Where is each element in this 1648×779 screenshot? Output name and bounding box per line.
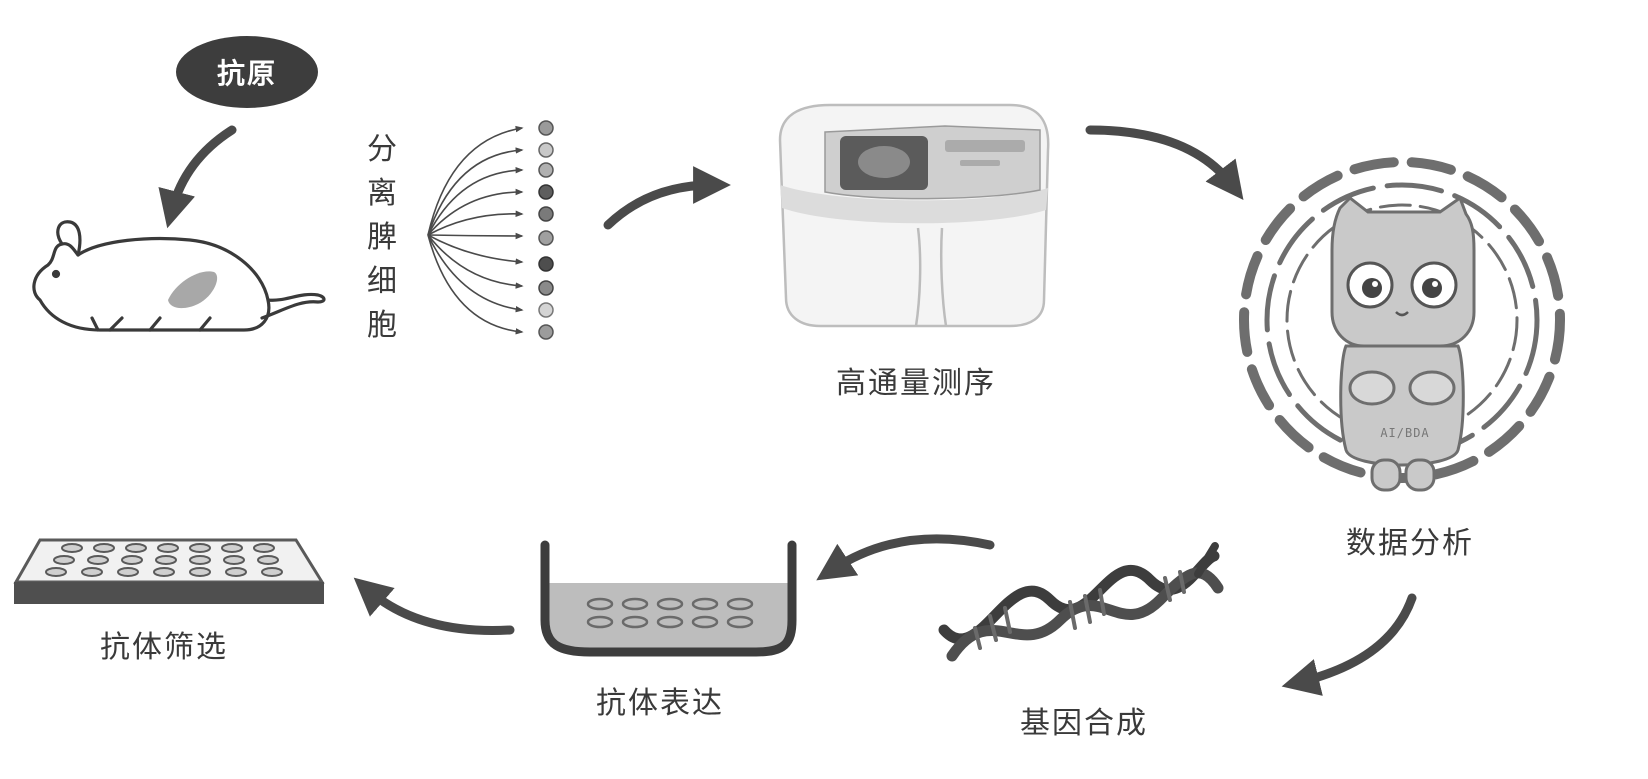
spleen-cells [538,120,554,340]
antigen-node [176,36,318,108]
arrow-sequencer-to-analysis [1085,125,1244,201]
cell [538,120,554,136]
data-analysis-label: 数据分析 [1346,526,1474,561]
arrow-analysis-to-gene [1281,593,1417,696]
arrow-gene-to-expression [816,534,995,581]
robot-icon [1330,195,1476,492]
arrow-antigen-to-mouse [158,125,237,229]
well-plate-icon [13,538,325,604]
cell [538,280,554,296]
spleen-cells-label: 分离脾细胞 [367,132,397,343]
antibody-expression-label: 抗体表达 [596,686,724,721]
mouse-spleen-icon [168,271,218,309]
cell-distribution-arrows [427,125,524,335]
cell [538,142,554,158]
arrow-cells-to-sequencer [603,166,731,230]
antigen-label: 抗原 [216,57,277,90]
expression-vessel-icon [540,540,797,657]
sequencer-machine-icon [778,103,1050,328]
gene-synthesis-label: 基因合成 [1020,706,1148,741]
cell [538,324,554,340]
arrow-expression-to-screening [353,577,515,635]
cell [538,162,554,178]
robot-badge-text: AI/BDA [1380,426,1430,440]
sequencing-label: 高通量测序 [836,366,996,401]
cell [538,184,554,200]
cell [538,302,554,318]
cell [538,206,554,222]
mouse-icon [32,220,326,332]
cell [538,256,554,272]
antibody-screening-label: 抗体筛选 [100,630,228,665]
cell [538,230,554,246]
dna-helix-icon [938,542,1224,662]
